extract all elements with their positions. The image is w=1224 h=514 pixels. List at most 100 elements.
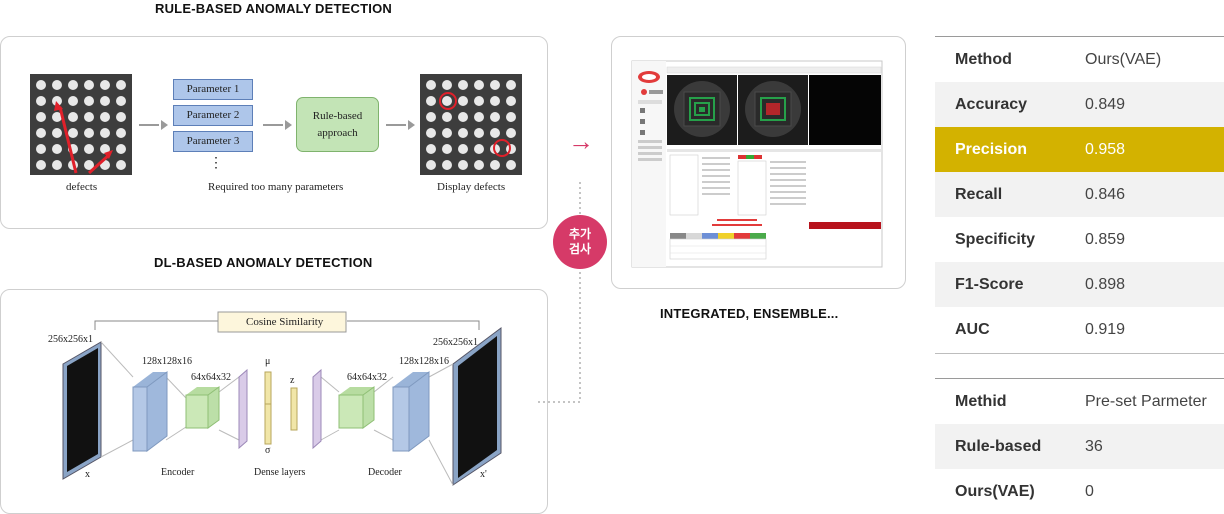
input-wafer-image	[30, 74, 132, 175]
wafer-dot	[52, 128, 62, 138]
wafer-dot	[474, 112, 484, 122]
wafer-dot	[490, 128, 500, 138]
dim-input-label: 256x256x1	[48, 334, 93, 345]
wafer-dot	[506, 80, 516, 90]
param-value: 0	[1085, 483, 1094, 500]
parameter-1-box: Parameter 1	[173, 79, 253, 100]
metric-key: Recall	[955, 186, 1003, 203]
wafer-dot	[84, 160, 94, 170]
wafer-dot	[490, 96, 500, 106]
decoder-label: Decoder	[368, 467, 402, 478]
dim-64-dec-label: 64x64x32	[347, 372, 387, 383]
wafer-dot	[474, 128, 484, 138]
metrics-top-rule	[935, 36, 1224, 37]
params-table: Methid Pre-set Parmeter Rule-based 36 Ou…	[935, 379, 1224, 514]
param-key: Rule-based	[955, 438, 1042, 455]
wafer-dot	[458, 80, 468, 90]
wafer-dot	[490, 80, 500, 90]
metric-key: Precision	[955, 141, 1028, 158]
metrics-bottom-rule	[935, 353, 1224, 354]
metrics-row-f1: F1-Score 0.898	[935, 262, 1224, 307]
wafer-dot	[52, 96, 62, 106]
metric-value: 0.849	[1085, 96, 1126, 113]
wafer-dot	[52, 144, 62, 154]
metrics-header-key: Method	[955, 51, 1012, 68]
params-header-key: Methid	[955, 393, 1007, 410]
defect-circles	[439, 92, 511, 157]
wafer-dot	[426, 112, 436, 122]
rule-based-heading: RULE-BASED ANOMALY DETECTION	[155, 1, 392, 16]
cosine-similarity-label: Cosine Similarity	[246, 316, 324, 328]
defects-label: defects	[66, 181, 98, 193]
wafer-dot	[36, 128, 46, 138]
display-caption: Display defects	[437, 181, 506, 193]
wafer-dot	[474, 160, 484, 170]
integrated-heading: INTEGRATED, ENSEMBLE...	[660, 306, 839, 321]
metric-key: AUC	[955, 321, 990, 338]
wafer-dot	[426, 128, 436, 138]
wafer-dot	[36, 96, 46, 106]
param-ellipsis: ⋮	[209, 156, 223, 171]
wafer-dot	[36, 80, 46, 90]
rule-box-line2: approach	[317, 127, 358, 139]
dl-based-heading: DL-BASED ANOMALY DETECTION	[154, 255, 373, 270]
dl-based-panel: Cosine Similarity 256x256x1 128x128x16 6…	[0, 289, 548, 514]
wafer-dot	[474, 96, 484, 106]
wafer-dot	[458, 96, 468, 106]
wafer-dot	[52, 112, 62, 122]
parameter-3-box: Parameter 3	[173, 131, 253, 152]
params-row-rule-based: Rule-based 36	[935, 424, 1224, 469]
additional-inspection-badge: 추가 검사	[553, 215, 607, 269]
wafer-dot	[506, 128, 516, 138]
wafer-dot	[116, 96, 126, 106]
wafer-dot	[426, 96, 436, 106]
metric-value: 0.859	[1085, 231, 1126, 248]
defect-arrows	[54, 101, 113, 175]
integrated-panel	[611, 36, 906, 289]
wafer-dot	[100, 144, 110, 154]
wafer-dot	[68, 128, 78, 138]
metrics-header-row: Method Ours(VAE)	[935, 37, 1224, 82]
wafer-dot	[84, 144, 94, 154]
metrics-row-auc: AUC 0.919	[935, 307, 1224, 352]
wafer-dot	[474, 144, 484, 154]
metrics-row-recall: Recall 0.846	[935, 172, 1224, 217]
wafer-dot	[442, 80, 452, 90]
metrics-header-value: Ours(VAE)	[1085, 51, 1162, 68]
wafer-dot	[506, 96, 516, 106]
wafer-dot	[52, 80, 62, 90]
wafer-dot	[458, 112, 468, 122]
wafer-dot	[68, 144, 78, 154]
wafer-dot	[36, 160, 46, 170]
metric-key: Specificity	[955, 231, 1036, 248]
wafer-dot	[100, 160, 110, 170]
param-value: 36	[1085, 438, 1103, 455]
wafer-dot	[100, 80, 110, 90]
wafer-dot	[116, 112, 126, 122]
wafer-dot	[442, 144, 452, 154]
params-caption: Required too many parameters	[208, 181, 344, 193]
wafer-dot	[490, 112, 500, 122]
wafer-dot	[116, 144, 126, 154]
metric-value: 0.919	[1085, 321, 1126, 338]
wafer-dot	[506, 112, 516, 122]
dim-128-dec-label: 128x128x16	[399, 356, 449, 367]
wafer-dot	[84, 128, 94, 138]
rule-box-line1: Rule-based	[312, 110, 363, 122]
param-key: Ours(VAE)	[955, 483, 1035, 500]
rule-based-approach-box: Rule-based approach	[296, 97, 379, 152]
wafer-dot	[100, 112, 110, 122]
dim-output-label: 256x256x1	[433, 337, 478, 348]
wafer-dot	[426, 160, 436, 170]
wafer-dot	[116, 160, 126, 170]
metric-value: 0.958	[1085, 141, 1126, 158]
metrics-row-specificity: Specificity 0.859	[935, 217, 1224, 262]
output-wafer-image	[420, 74, 522, 175]
wafer-dot	[458, 160, 468, 170]
params-header-row: Methid Pre-set Parmeter	[935, 379, 1224, 424]
wafer-dot	[442, 128, 452, 138]
metric-key: F1-Score	[955, 276, 1024, 293]
wafer-dot	[458, 144, 468, 154]
wafer-dot	[426, 80, 436, 90]
